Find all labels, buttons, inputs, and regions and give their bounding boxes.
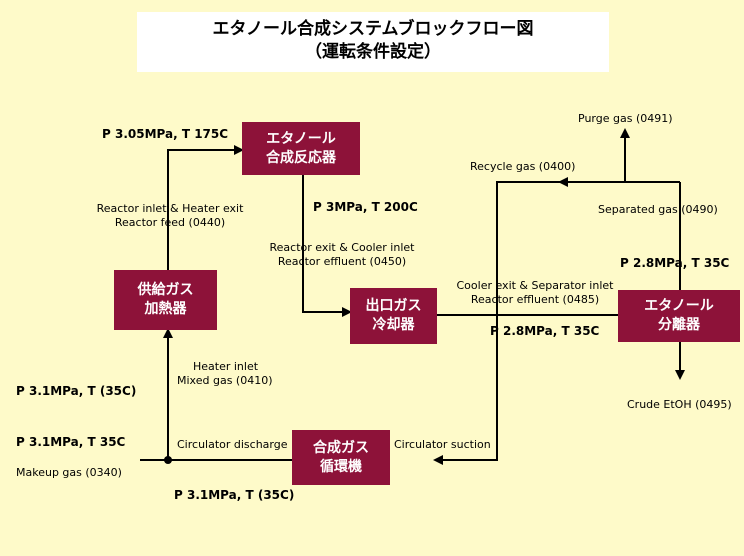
title-line-2: （運転条件設定） — [305, 42, 441, 62]
stream-reactor-inlet: Reactor inlet & Heater exit Reactor feed… — [86, 202, 254, 230]
cond-heater-in: P 3.1MPa, T (35C) — [16, 384, 137, 398]
line-heater-to-reactor — [167, 145, 244, 270]
stream-heater-inlet-line1: Heater inlet — [193, 360, 259, 373]
line-recycle — [433, 181, 560, 465]
separator-block: エタノール 分離器 — [618, 290, 740, 342]
reactor-label-2: 合成反応器 — [266, 149, 336, 166]
cooler-label-2: 冷却器 — [372, 317, 415, 333]
stream-reactor-inlet-line1: Reactor inlet & Heater exit — [96, 202, 244, 215]
reactor-block: エタノール 合成反応器 — [242, 122, 360, 175]
heater-label-2: 加熱器 — [144, 301, 187, 317]
stream-circ-discharge: Circulator discharge — [177, 438, 288, 451]
cond-reactor-out: P 3MPa, T 200C — [313, 200, 418, 214]
stream-reactor-exit-line2: Reactor effluent (0450) — [277, 255, 407, 268]
line-reactor-to-cooler — [302, 175, 352, 317]
stream-reactor-exit-line1: Reactor exit & Cooler inlet — [269, 241, 415, 254]
stream-heater-inlet: Heater inlet Mixed gas (0410) — [177, 360, 273, 388]
title-line-1: エタノール合成システムブロックフロー図 — [212, 19, 534, 39]
heater-label-1: 供給ガス — [137, 282, 194, 298]
stream-makeup: Makeup gas (0340) — [16, 466, 122, 479]
cooler-block: 出口ガス 冷却器 — [350, 288, 437, 344]
mixing-node — [164, 456, 172, 464]
separator-label-1: エタノール — [644, 298, 714, 314]
cond-reactor-in: P 3.05MPa, T 175C — [102, 127, 229, 141]
heater-block: 供給ガス 加熱器 — [114, 270, 217, 330]
cond-circ-out: P 3.1MPa, T (35C) — [174, 488, 295, 502]
cond-sep-in: P 2.8MPa, T 35C — [490, 324, 600, 338]
stream-purge: Purge gas (0491) — [578, 112, 673, 125]
stream-heater-inlet-line2: Mixed gas (0410) — [177, 374, 273, 387]
cond-sep-top: P 2.8MPa, T 35C — [620, 256, 730, 270]
stream-crude: Crude EtOH (0495) — [627, 398, 732, 411]
compressor-block: 合成ガス 循環機 — [292, 430, 390, 485]
compressor-label-1: 合成ガス — [313, 439, 369, 456]
stream-cooler-exit: Cooler exit & Separator inlet Reactor ef… — [450, 279, 620, 307]
separator-label-2: 分離器 — [658, 317, 700, 333]
stream-separated: Separated gas (0490) — [598, 203, 718, 216]
stream-recycle: Recycle gas (0400) — [470, 160, 576, 173]
cond-makeup: P 3.1MPa, T 35C — [16, 435, 126, 449]
stream-circ-suction: Circulator suction — [394, 438, 491, 451]
stream-cooler-exit-line2: Reactor effluent (0485) — [470, 293, 600, 306]
diagram-title: エタノール合成システムブロックフロー図 （運転条件設定） — [137, 12, 609, 72]
cooler-label-1: 出口ガス — [365, 298, 422, 314]
compressor-label-2: 循環機 — [320, 458, 362, 475]
stream-reactor-inlet-line2: Reactor feed (0440) — [114, 216, 226, 229]
stream-reactor-exit: Reactor exit & Cooler inlet Reactor effl… — [262, 241, 422, 269]
reactor-label-1: エタノール — [266, 130, 336, 147]
stream-cooler-exit-line1: Cooler exit & Separator inlet — [456, 279, 614, 292]
